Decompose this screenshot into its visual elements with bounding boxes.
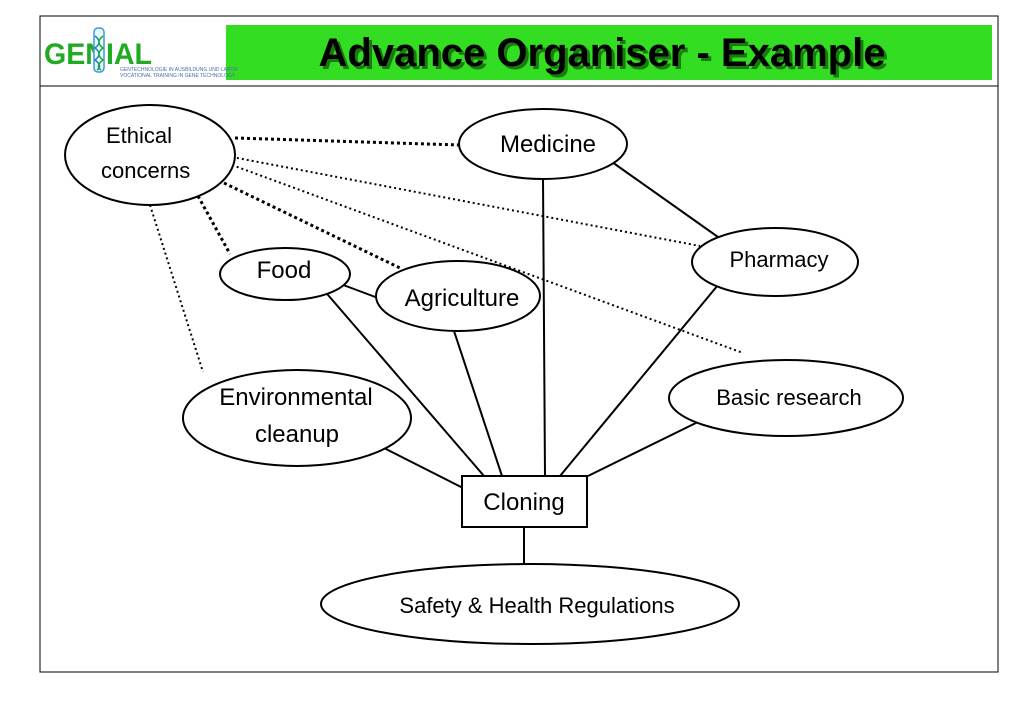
edge-ethical-pharmacy — [231, 156, 701, 247]
node-medicine-shape — [458, 108, 628, 180]
node-basic-research: Basic research — [668, 359, 904, 437]
edge-ethical-medicine — [234, 136, 461, 147]
logo-tagline-2: VOCATIONAL TRAINING IN GENE TECHNOLOGY — [120, 73, 236, 79]
test-tube-icon — [93, 27, 105, 73]
node-cloning: Cloning — [461, 475, 588, 528]
node-cloning-label: Cloning — [483, 489, 564, 516]
node-safety-health-regulations-shape — [320, 563, 740, 645]
node-ethical-concerns-label-1: Ethical — [106, 123, 172, 148]
edge-ethical-food — [196, 195, 232, 255]
node-environmental-cleanup: Environmental cleanup — [182, 369, 412, 467]
node-environmental-cleanup-label-1: Environmental — [219, 384, 372, 411]
node-medicine: Medicine — [458, 108, 628, 180]
node-food-shape — [219, 247, 351, 301]
edge-environmental-cloning — [381, 446, 464, 489]
node-basic-research-shape — [668, 359, 904, 437]
node-environmental-cleanup-shape — [182, 369, 412, 467]
genial-logo: GENIAL GENTECHNOLOGIE IN AUSBILDUNG UND … — [44, 27, 238, 79]
edge-medicine-pharmacy — [611, 161, 719, 238]
node-food: Food — [219, 247, 351, 301]
solid-edges — [321, 161, 719, 564]
node-ethical-concerns: Ethical concerns — [64, 104, 236, 206]
node-ethical-concerns-shape — [64, 104, 236, 206]
node-ethical-concerns-label-2: concerns — [101, 158, 190, 183]
node-safety-health-regulations: Safety & Health Regulations — [320, 563, 740, 645]
node-agriculture-label: Agriculture — [405, 285, 520, 312]
node-agriculture: Agriculture — [375, 260, 541, 332]
node-medicine-label: Medicine — [500, 131, 596, 158]
edge-medicine-cloning — [542, 177, 546, 477]
edge-agriculture-cloning — [453, 330, 503, 477]
logo-tagline-1: GENTECHNOLOGIE IN AUSBILDUNG UND LABOR — [120, 67, 238, 73]
node-pharmacy-label: Pharmacy — [729, 247, 828, 272]
node-pharmacy-shape — [691, 227, 859, 297]
dotted-edges — [149, 136, 744, 373]
page-title-shadow: Advance Organiser - Example — [322, 34, 889, 78]
node-safety-health-regulations-label: Safety & Health Regulations — [399, 593, 674, 618]
node-food-label: Food — [257, 257, 312, 284]
edge-ethical-agriculture — [223, 181, 401, 270]
edge-food-cloning — [321, 287, 485, 477]
node-basic-research-label: Basic research — [716, 385, 862, 410]
edge-basic-research-cloning — [587, 419, 703, 477]
edge-pharmacy-cloning — [559, 284, 719, 477]
title-bar — [226, 25, 992, 80]
node-cloning-shape — [461, 475, 588, 528]
node-environmental-cleanup-label-2: cleanup — [255, 421, 339, 448]
edge-ethical-basic-research — [231, 164, 744, 354]
node-pharmacy: Pharmacy — [691, 227, 859, 297]
edge-ethical-environmental — [149, 204, 204, 373]
page-title: Advance Organiser - Example — [319, 31, 886, 75]
node-agriculture-shape — [375, 260, 541, 332]
